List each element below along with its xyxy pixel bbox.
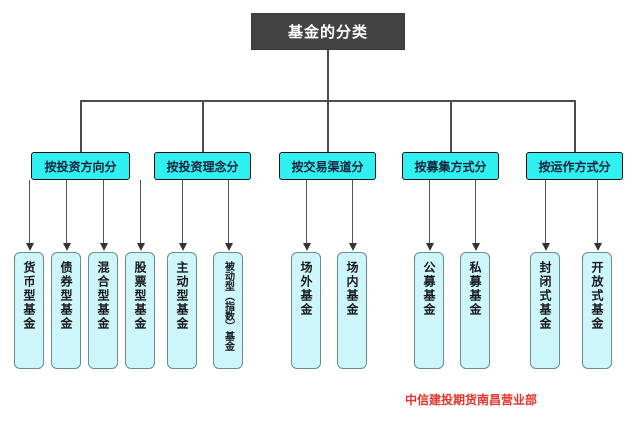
leaf-box-exchange-traded-fund[interactable]: 场内基金 xyxy=(337,252,367,369)
connector-arrow-leaf-1 xyxy=(25,180,34,251)
leaf-box-private-offering-fund[interactable]: 私募基金 xyxy=(460,252,490,369)
leaf-label: 封闭式基金 xyxy=(538,261,552,331)
category-label: 按投资方向分 xyxy=(44,159,117,174)
category-label: 按投资理念分 xyxy=(166,159,239,174)
category-label: 按运作方式分 xyxy=(538,159,611,174)
category-label: 按交易渠道分 xyxy=(291,159,364,174)
connector-arrow-leaf-10 xyxy=(471,180,480,251)
leaf-label: 开放式基金 xyxy=(590,261,604,331)
leaf-label: 债券型基金 xyxy=(59,261,73,331)
leaf-label: 主动型基金 xyxy=(175,261,189,331)
category-box-operation-method[interactable]: 按运作方式分 xyxy=(526,152,623,180)
leaf-label: 公募基金 xyxy=(422,261,436,317)
connector-bus-drop-1 xyxy=(80,100,82,152)
category-box-fundraising-method[interactable]: 按募集方式分 xyxy=(402,152,499,180)
category-label: 按募集方式分 xyxy=(414,159,487,174)
connector-root-trunk xyxy=(327,50,329,101)
leaf-box-public-offering-fund[interactable]: 公募基金 xyxy=(414,252,444,369)
leaf-box-otc-fund[interactable]: 场外基金 xyxy=(291,252,321,369)
connector-bus-drop-4 xyxy=(450,100,452,152)
leaf-box-money-market-fund[interactable]: 货币型基金 xyxy=(14,252,44,369)
leaf-box-active-fund[interactable]: 主动型基金 xyxy=(167,252,197,369)
connector-arrow-leaf-8 xyxy=(348,180,357,251)
category-box-investment-philosophy[interactable]: 按投资理念分 xyxy=(154,152,251,180)
leaf-label: 股票型基金 xyxy=(133,261,147,331)
connector-arrow-leaf-9 xyxy=(425,180,434,251)
connector-arrow-leaf-12 xyxy=(593,180,602,251)
leaf-label: 混合型基金 xyxy=(96,261,110,331)
leaf-label: 私募基金 xyxy=(468,261,482,317)
connector-arrow-leaf-4 xyxy=(136,180,145,251)
connector-bus-drop-5 xyxy=(574,100,576,152)
leaf-label: 货币型基金 xyxy=(22,261,36,331)
connector-bus-drop-3 xyxy=(327,100,329,152)
footer-credit: 中信建投期货南昌营业部 xyxy=(405,393,538,407)
leaf-box-hybrid-fund[interactable]: 混合型基金 xyxy=(88,252,118,369)
connector-arrow-leaf-6 xyxy=(224,180,233,251)
connector-arrow-leaf-7 xyxy=(302,180,311,251)
leaf-box-passive-index-fund[interactable]: 被动型（指数）基金 xyxy=(213,252,243,369)
connector-arrow-leaf-2 xyxy=(62,180,71,251)
leaf-label: 场内基金 xyxy=(345,261,359,317)
connector-arrow-leaf-5 xyxy=(178,180,187,251)
connector-arrow-leaf-11 xyxy=(541,180,550,251)
category-box-investment-direction[interactable]: 按投资方向分 xyxy=(31,152,130,180)
leaf-label: 被动型（指数）基金 xyxy=(222,261,234,351)
root-node-fund-classification: 基金的分类 xyxy=(251,13,405,50)
leaf-box-bond-fund[interactable]: 债券型基金 xyxy=(51,252,81,369)
leaf-box-closed-end-fund[interactable]: 封闭式基金 xyxy=(530,252,560,369)
connector-arrow-leaf-3 xyxy=(99,180,108,251)
connector-bus-drop-2 xyxy=(202,100,204,152)
leaf-box-equity-fund[interactable]: 股票型基金 xyxy=(125,252,155,369)
leaf-box-open-end-fund[interactable]: 开放式基金 xyxy=(582,252,612,369)
leaf-label: 场外基金 xyxy=(299,261,313,317)
category-box-trading-channel[interactable]: 按交易渠道分 xyxy=(279,152,376,180)
root-node-label: 基金的分类 xyxy=(287,24,368,41)
